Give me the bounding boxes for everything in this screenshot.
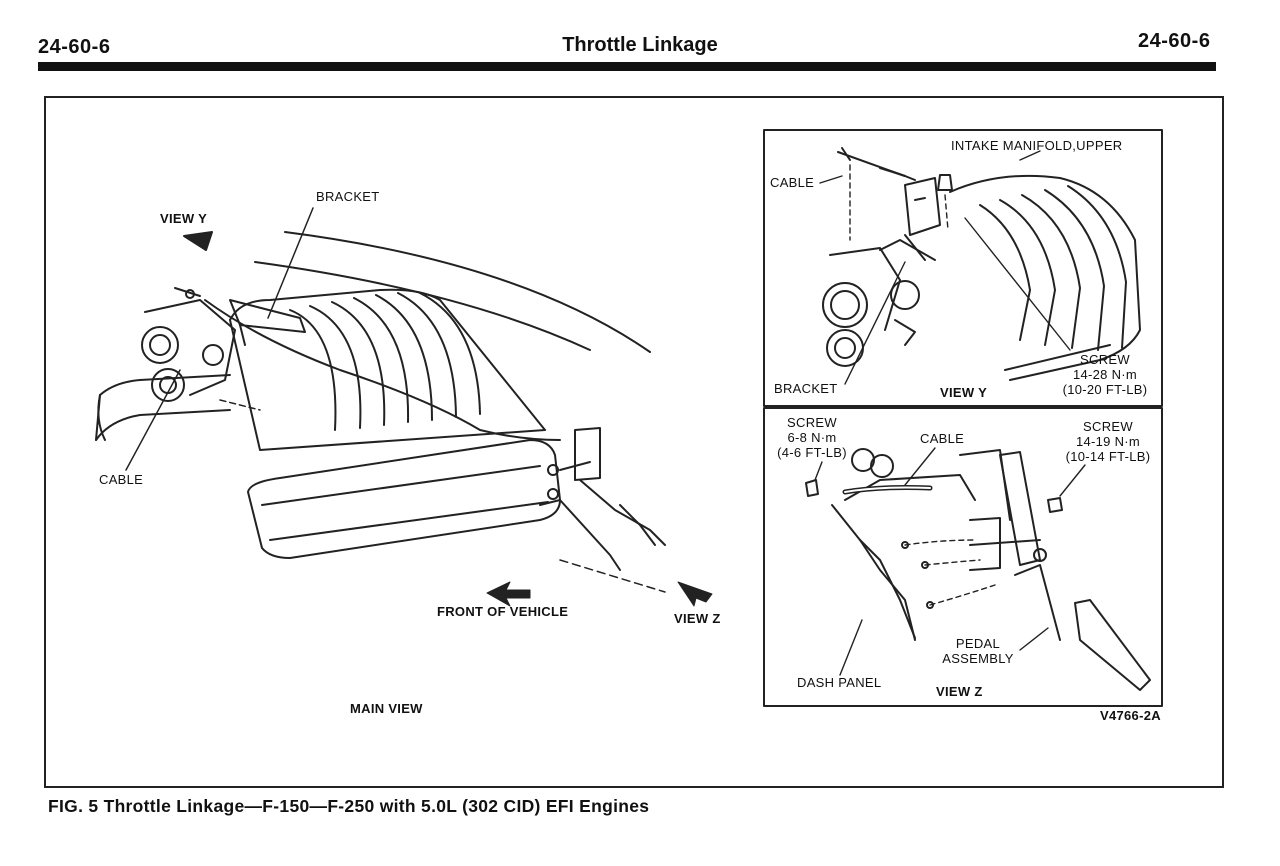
label-bracket-main: BRACKET: [316, 189, 380, 204]
label-view-z: VIEW Z: [936, 684, 983, 699]
figure-caption: FIG. 5 Throttle Linkage—F-150—F-250 with…: [48, 796, 650, 816]
screw-view-y-line: SCREW: [1080, 352, 1130, 367]
label-main-view: MAIN VIEW: [350, 701, 423, 716]
label-screw-right-view-z: SCREW 14-19 N·m (10-14 FT-LB): [1060, 419, 1156, 464]
screw-right-line: 14-19 N·m: [1075, 434, 1141, 449]
view-z-drawing: [805, 447, 1151, 691]
page-title: Throttle Linkage: [562, 34, 718, 56]
pedal-assembly-line: ASSEMBLY: [942, 651, 1014, 666]
figure-id: V4766-2A: [1100, 708, 1161, 723]
label-intake-manifold-upper: INTAKE MANIFOLD,UPPER: [951, 138, 1123, 153]
label-bracket-view-y: BRACKET: [774, 381, 838, 396]
label-front-of-vehicle: FRONT OF VEHICLE: [437, 604, 569, 619]
screw-right-line: SCREW: [1083, 419, 1133, 434]
page-number-left: 24-60-6: [38, 36, 111, 58]
figure-frame: [44, 96, 1224, 788]
page-number-right: 24-60-6: [1138, 30, 1211, 52]
label-view-y: VIEW Y: [940, 385, 988, 400]
main-view-drawing: [95, 207, 713, 607]
screw-left-line: SCREW: [787, 415, 837, 430]
header-rule: [38, 62, 1216, 71]
label-cable-main: CABLE: [99, 472, 144, 487]
label-view-z-main: VIEW Z: [674, 611, 721, 626]
screw-view-y-line: 14-28 N·m: [1072, 367, 1138, 382]
label-cable-view-y: CABLE: [770, 175, 815, 190]
label-view-y-main: VIEW Y: [160, 211, 208, 226]
pedal-assembly-line: PEDAL: [955, 636, 1001, 651]
view-y-drawing: [819, 147, 1141, 385]
label-screw-view-y: SCREW 14-28 N·m (10-20 FT-LB): [1058, 352, 1152, 397]
screw-right-line: (10-14 FT-LB): [1065, 449, 1151, 464]
screw-left-line: 6-8 N·m: [787, 430, 837, 445]
label-pedal-assembly: PEDAL ASSEMBLY: [936, 636, 1020, 666]
screw-view-y-line: (10-20 FT-LB): [1062, 382, 1148, 397]
screw-left-line: (4-6 FT-LB): [777, 445, 847, 460]
label-screw-left-view-z: SCREW 6-8 N·m (4-6 FT-LB): [772, 415, 852, 460]
label-dash-panel: DASH PANEL: [797, 675, 882, 690]
label-cable-view-z: CABLE: [920, 431, 965, 446]
